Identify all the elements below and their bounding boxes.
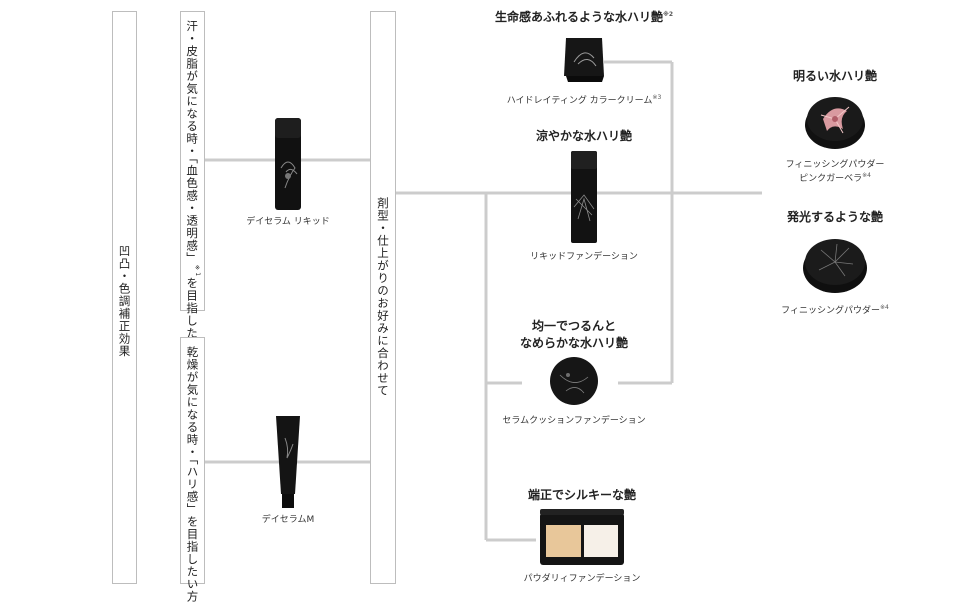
foundation-bottle-icon [571, 151, 597, 244]
cream-jar-icon [564, 38, 604, 83]
pink-powder-compact-icon [805, 97, 865, 150]
condition-box-oily: 汗・皮脂が気になる時・「血色感・透明感」※1を目指したい方 [180, 11, 205, 365]
preference-column: 剤型・仕上がりのお好みに合わせて [370, 11, 396, 584]
preference-text: 剤型・仕上がりのお好みに合わせて [376, 197, 391, 397]
powder-compact-icon [540, 509, 624, 566]
finish-glow-label: フィニッシングパウダー※4 [781, 304, 889, 317]
finish-pink-label-line2: ピンクガーベラ※4 [799, 171, 871, 184]
product-day-serum-liquid[interactable]: デイセラム リキッド [238, 116, 338, 228]
branch-cream-label: ハイドレイティング カラークリーム※3 [506, 94, 662, 107]
glow-powder-compact-icon [803, 239, 867, 294]
branch-powdery-foundation[interactable]: 端正でシルキーな艶 パウダリィファンデーション [482, 487, 682, 586]
condition-oily-text: 汗・皮脂が気になる時・「血色感・透明感」※1を目指したい方 [185, 20, 201, 365]
serum-bottle-icon [275, 118, 301, 210]
branch-cream[interactable]: 生命感あふれるような水ハリ艶※2 ハイドレイティング カラークリーム※3 [484, 9, 684, 108]
finish-pink-label-line1: フィニッシングパウダー [785, 160, 885, 171]
serum-liquid-label: デイセラム リキッド [246, 217, 330, 227]
branch-liquid-label: リキッドファンデーション [530, 252, 638, 263]
branch-cushion-title-line2: なめらかな水ハリ艶 [519, 336, 628, 351]
product-day-serum-m[interactable]: デイセラムM [238, 414, 338, 526]
finish-glow[interactable]: 発光するような艶 フィニッシングパウダー※4 [760, 209, 910, 318]
cushion-compact-icon [550, 356, 598, 405]
finish-glow-title: 発光するような艶 [786, 210, 883, 224]
branch-liquid-foundation[interactable]: 涼やかな水ハリ艶 リキッドファンデーション [484, 128, 684, 264]
condition-box-dry: 乾燥が気になる時・「ハリ感」を目指したい方 [180, 337, 205, 603]
serum-m-label: デイセラムM [261, 515, 315, 525]
finish-pink-gerbera[interactable]: 明るい水ハリ艶 フィニッシングパウダー ピンクガーベラ※4 [760, 68, 910, 185]
branch-cushion-title-line1: 均一でつるんと [531, 319, 616, 333]
serum-tube-icon [276, 416, 300, 508]
branch-powder-title: 端正でシルキーな艶 [527, 488, 636, 502]
branch-liquid-title: 涼やかな水ハリ艶 [535, 129, 632, 143]
correction-effect-text: 凹凸・色調補正効果 [117, 245, 132, 358]
condition-dry-text: 乾燥が気になる時・「ハリ感」を目指したい方 [185, 346, 200, 603]
branch-cushion-foundation[interactable]: 均一でつるんと なめらかな水ハリ艶 セラムクッションファンデーション [474, 318, 674, 427]
finish-pink-title: 明るい水ハリ艶 [792, 69, 877, 83]
correction-effect-column: 凹凸・色調補正効果 [112, 11, 137, 584]
branch-cushion-label: セラムクッションファンデーション [502, 415, 646, 426]
branch-powder-label: パウダリィファンデーション [523, 574, 641, 585]
branch-cream-title: 生命感あふれるような水ハリ艶※2 [494, 10, 674, 24]
